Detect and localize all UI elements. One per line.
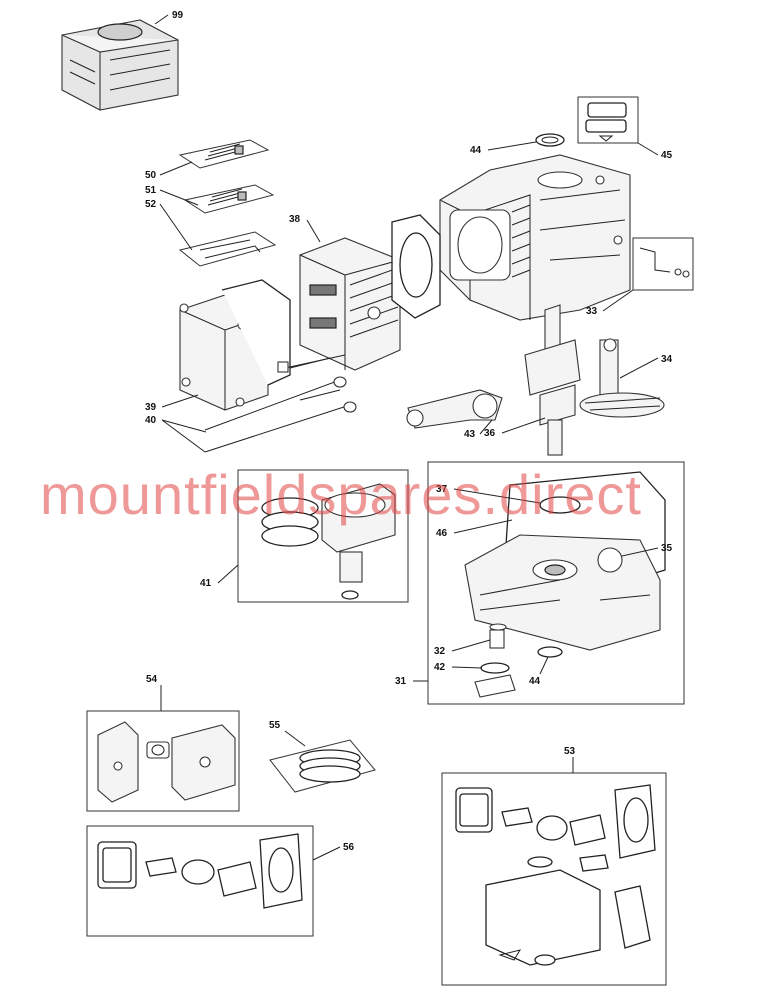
callout-55: 55 xyxy=(269,720,281,731)
callout-99: 99 xyxy=(172,10,184,21)
callout-56: 56 xyxy=(343,842,355,853)
callout-32: 32 xyxy=(434,646,446,657)
callout-46: 46 xyxy=(436,528,448,539)
part-53-gasket-set[interactable] xyxy=(441,772,667,986)
part-38-cylinder-head[interactable] xyxy=(299,237,401,371)
callout-31: 31 xyxy=(395,676,407,687)
part-44-oil-seal[interactable] xyxy=(535,133,565,147)
part-99-complete-engine[interactable] xyxy=(61,19,179,111)
part-52-valve-retainer[interactable] xyxy=(178,231,277,267)
callout-40: 40 xyxy=(145,415,157,426)
part-54-heat-shield-set[interactable] xyxy=(86,710,240,812)
part-head-gasket[interactable] xyxy=(391,214,441,319)
callout-45: 45 xyxy=(661,150,673,161)
callout-36: 36 xyxy=(484,428,496,439)
callout-38: 38 xyxy=(289,214,301,225)
part-engine-block[interactable] xyxy=(439,154,631,321)
part-56-gasket-set[interactable] xyxy=(86,825,314,937)
callout-42: 42 xyxy=(434,662,446,673)
callout-54: 54 xyxy=(146,674,158,685)
part-head-bolt[interactable] xyxy=(277,354,346,373)
callout-44-top: 44 xyxy=(470,145,482,156)
callout-35: 35 xyxy=(661,543,673,554)
callout-41: 41 xyxy=(200,578,212,589)
part-36-crankshaft[interactable] xyxy=(524,304,581,456)
callout-51: 51 xyxy=(145,185,157,196)
part-31-crankcase-cover[interactable] xyxy=(427,461,685,705)
part-34-camshaft[interactable] xyxy=(579,338,665,418)
callout-39: 39 xyxy=(145,402,157,413)
part-43-connecting-rod[interactable] xyxy=(406,389,503,429)
part-51-valve-spring[interactable] xyxy=(183,184,275,214)
part-45-gasket-set[interactable] xyxy=(577,96,639,144)
callout-44-bottom: 44 xyxy=(529,676,541,687)
callout-43: 43 xyxy=(464,429,476,440)
callout-52: 52 xyxy=(145,199,157,210)
part-55-piston-rings[interactable] xyxy=(269,739,376,793)
part-41-piston-kit[interactable] xyxy=(237,469,409,603)
callout-34: 34 xyxy=(661,354,673,365)
part-50-valve-spring[interactable] xyxy=(178,139,270,169)
callout-53: 53 xyxy=(564,746,576,757)
callout-50: 50 xyxy=(145,170,157,181)
part-39-valve-cover[interactable] xyxy=(179,279,291,411)
part-33-governor-link[interactable] xyxy=(632,237,694,291)
callout-33: 33 xyxy=(586,306,598,317)
callout-37: 37 xyxy=(436,484,448,495)
